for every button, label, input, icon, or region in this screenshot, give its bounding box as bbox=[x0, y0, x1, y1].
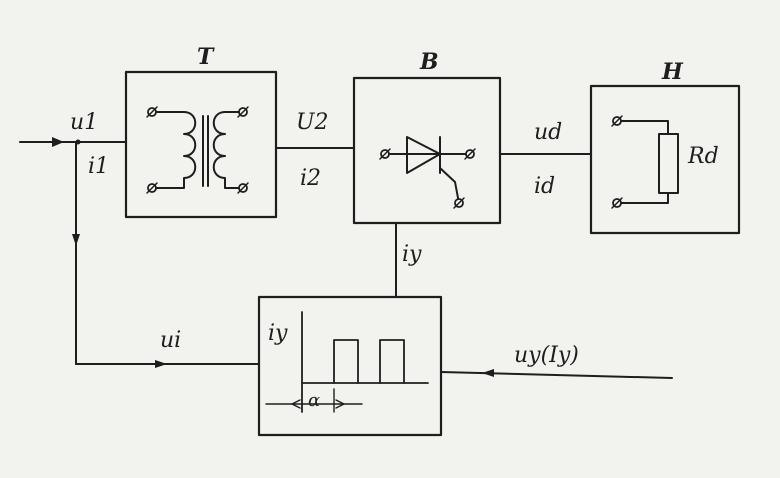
thyristor-icon bbox=[379, 136, 476, 209]
load-block bbox=[589, 84, 741, 235]
transformer-block bbox=[124, 70, 278, 219]
ui-label: ui bbox=[160, 328, 182, 353]
ud-label: ud bbox=[534, 120, 563, 145]
uy-label: uy(Iy) bbox=[514, 343, 579, 368]
pulse-train bbox=[333, 339, 405, 384]
u2-label: U2 bbox=[296, 110, 329, 135]
resistor-icon bbox=[611, 115, 679, 209]
input-arrow bbox=[52, 137, 64, 147]
i2-label: i2 bbox=[300, 166, 322, 191]
control-input-arrow bbox=[482, 369, 494, 377]
rectifier-title: B bbox=[420, 49, 439, 75]
pulse-label: iy bbox=[268, 321, 288, 346]
secondary-winding-icon bbox=[212, 111, 240, 189]
rectifier-block bbox=[352, 76, 502, 225]
iy-label: iy bbox=[402, 242, 422, 267]
primary-winding-icon bbox=[155, 111, 197, 189]
feedback-arrow-right bbox=[155, 360, 167, 368]
id-label: id bbox=[534, 174, 556, 199]
load-title: H bbox=[662, 59, 683, 85]
i1-label: i1 bbox=[88, 154, 110, 179]
control-input-line bbox=[440, 371, 673, 379]
angle-label: α bbox=[308, 390, 321, 411]
pulse-graph bbox=[265, 311, 429, 413]
resistor-label: Rd bbox=[688, 144, 719, 169]
control-unit-block bbox=[257, 295, 443, 437]
u1-label: u1 bbox=[70, 110, 99, 135]
transformer-symbol bbox=[146, 106, 249, 194]
feedback-arrow-down bbox=[72, 234, 80, 246]
transformer-title: T bbox=[197, 44, 214, 70]
